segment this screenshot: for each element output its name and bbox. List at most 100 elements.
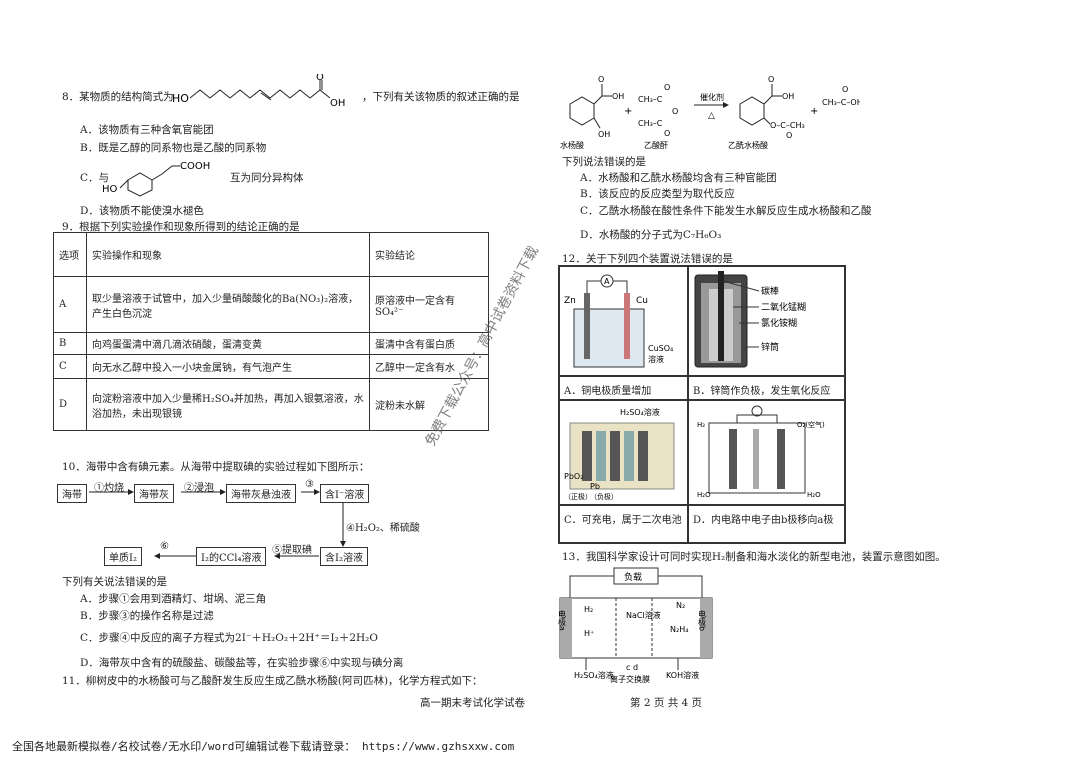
flow-box-iodide: 含I⁻溶液 [320,484,370,503]
q8-stem-post: ，下列有关该物质的叙述正确的是 [362,91,520,103]
svg-text:CH₃–C–OH: CH₃–C–OH [822,98,860,107]
device-b: 碳棒 二氧化锰糊 氯化铵糊 锌筒 [688,266,845,376]
mno2-label: 二氧化锰糊 [761,301,806,313]
flow-step-5: ⑤提取碘 [272,545,312,556]
q9-stem: 9．根据下列实验操作和现象所得到的结论正确的是 [62,221,300,233]
q8-c-structure: HO COOH [102,161,210,197]
q11-reaction: O OH OH 水杨酸 + CH₃–C CH₃–C O O O 乙酸酐 催化剂 … [560,75,860,150]
table-row: B 向鸡蛋蛋清中滴几滴浓硝酸，蛋清变黄 蛋清中含有蛋白质 [53,332,489,355]
q9-table: 选项 实验操作和现象 实验结论 A 取少量溶液于试管中，加入少量硝酸酸化的Ba(… [53,232,489,431]
flow-step-2: ②浸泡 [184,483,214,494]
q13-diagram: 负载 电极a 电极b H₂ H⁺ NaCl溶液 N₂ N₂H₄ H₂SO₄溶液 … [558,567,713,684]
row-operation: 向无水乙醇中投入一小块金属钠，有气泡产生 [86,354,370,379]
q11-sub: 下列说法错误的是 [562,156,646,168]
q8-stem-pre: 8．某物质的结构简式为 [62,91,174,103]
svg-text:+: + [624,106,632,117]
carbon-rod-label: 碳棒 [761,285,779,297]
exam-title-footer: 高一期末考试化学试卷 [420,697,525,709]
q8-option-c-post: 互为同分异构体 [230,172,304,184]
label-salicylic: 水杨酸 [560,140,584,150]
d-h2o-right-label: H₂O [807,491,821,499]
cd-label: c d [626,663,638,672]
pb-label: Pb [590,482,600,491]
svg-text:O–C–CH₃: O–C–CH₃ [770,121,805,130]
svg-text:O: O [842,85,848,94]
q11-option-c: C．乙酰水杨酸在酸性条件下能发生水解反应生成水杨酸和乙酸 [580,205,872,217]
q11-option-b: B．该反应的反应类型为取代反应 [580,188,735,200]
flow-step-4: ④H₂O₂、稀硫酸 [346,523,420,534]
q12-stem: 12．关于下列四个装置说法错误的是 [562,253,733,265]
hplus-label: H⁺ [584,629,594,638]
q8-c-ho: HO [102,184,118,195]
q12-option-d: D．内电路中电子由b极移向a极 [693,515,834,526]
membrane-label: 离子交换膜 [610,674,650,684]
q10-option-a: A．步骤①会用到酒精灯、坩埚、泥三角 [80,593,267,605]
label-heat: △ [708,111,715,121]
q8-structure: HO O OH [172,74,345,109]
svg-text:O: O [768,75,774,84]
q8-option-c-pre: C．与 [80,172,110,184]
electrode-b-label: 电极b [698,609,707,631]
row-option: A [53,276,87,333]
flow-box-kelp: 海带 [57,484,87,503]
header-conclusion: 实验结论 [369,232,489,277]
svg-text:O: O [664,129,670,138]
flow-box-iodine: 单质I₂ [104,547,142,566]
header-operation: 实验操作和现象 [86,232,370,277]
cu-label: Cu [636,296,648,306]
download-banner[interactable]: 全国各地最新模拟卷/名校试卷/无水印/word可编辑试卷下载请登录： https… [12,740,515,753]
q8-oh: OH [330,98,345,109]
zn-label: Zn [564,296,576,306]
q10-stem: 10．海带中含有碘元素。从海带中提取碘的实验过程如下图所示： [62,461,370,473]
koh-label: KOH溶液 [666,670,699,680]
q8-option-a: A．该物质有三种含氧官能团 [80,124,214,136]
svg-text:CH₃–C: CH₃–C [638,119,663,128]
row-option: D [53,378,87,431]
q12-option-c: C．可充电，属于二次电池 [564,515,682,526]
label-anhydride: 乙酸酐 [644,140,668,150]
q10-option-b: B．步骤③的操作名称是过滤 [80,610,214,622]
svg-text:O: O [672,107,678,116]
q11-stem: 11．柳树皮中的水杨酸可与乙酸酐发生反应生成乙酰水杨酸(阿司匹林)，化学方程式如… [62,675,483,687]
svg-text:O: O [786,131,792,140]
header-option: 选项 [53,232,87,277]
d-h2-label: H₂ [697,421,705,429]
q11-option-d: D．水杨酸的分子式为C₇H₆O₃ [580,229,722,241]
ammeter-label: A [604,277,610,286]
q12-grid: A Zn Cu CuSO₄ 溶液 碳棒 二氧化锰糊 氯化铵糊 锌筒 A．铜电极质… [558,265,846,544]
label-catalyst: 催化剂 [700,92,724,102]
svg-text:O: O [598,75,604,84]
n2h4-label: N₂H₄ [670,625,688,634]
flow-box-ash: 海带灰 [134,484,174,503]
electrode-a-label: 电极a [558,609,567,631]
row-operation: 取少量溶液于试管中，加入少量硝酸酸化的Ba(NO₃)₂溶液，产生白色沉淀 [86,276,370,333]
row-option: C [53,354,87,379]
cuso4-label: CuSO₄ [648,344,673,353]
q10-option-c: C．步骤④中反应的离子方程式为2I⁻＋H₂O₂＋2H⁺＝I₂＋2H₂O [80,632,378,644]
flow-step-1: ①灼烧 [94,483,124,494]
flow-box-ccl4: I₂的CCl₄溶液 [196,547,267,566]
q10-option-d: D．海带灰中含有的硫酸盐、碳酸盐等，在实验步骤⑥中实现与碘分离 [80,657,404,669]
q10-flow-arrows [89,489,346,559]
table-header-row: 选项 实验操作和现象 实验结论 [53,232,489,277]
flow-step-3: ③ [305,479,314,490]
svg-text:OH: OH [612,92,624,101]
pos-label: （正极） [564,492,592,501]
table-row: D 向淀粉溶液中加入少量稀H₂SO₄并加热，再加入银氨溶液，水浴加热，未出现银镜… [53,378,489,431]
row-operation: 向淀粉溶液中加入少量稀H₂SO₄并加热，再加入银氨溶液，水浴加热，未出现银镜 [86,378,370,431]
q10-sub: 下列有关说法错误的是 [62,576,167,588]
q12-option-a: A．铜电极质量增加 [564,386,652,397]
neg-label: （负极） [590,492,618,501]
q12-option-b: B．锌筒作负极，发生氧化反应 [693,386,831,397]
load-label: 负载 [624,571,642,583]
q13-stem: 13．我国科学家设计可同时实现H₂制备和海水淡化的新型电池，装置示意图如图。 [562,551,946,563]
flow-box-suspension: 海带灰悬浊液 [226,484,296,503]
q8-option-b: B．既是乙醇的同系物也是乙酸的同系物 [80,142,267,154]
device-c: H₂SO₄溶液 PbO₂ Pb （正极） （负极） [559,400,688,505]
device-a: A Zn Cu CuSO₄ 溶液 [559,266,688,376]
q11-option-a: A．水杨酸和乙酰水杨酸均含有三种官能团 [580,172,777,184]
row-conclusion: 原溶液中一定含有SO₄²⁻ [369,276,489,333]
row-conclusion: 乙醇中一定含有水 [369,354,489,379]
q8-o: O [316,74,324,83]
row-conclusion: 淀粉未水解 [369,378,489,431]
